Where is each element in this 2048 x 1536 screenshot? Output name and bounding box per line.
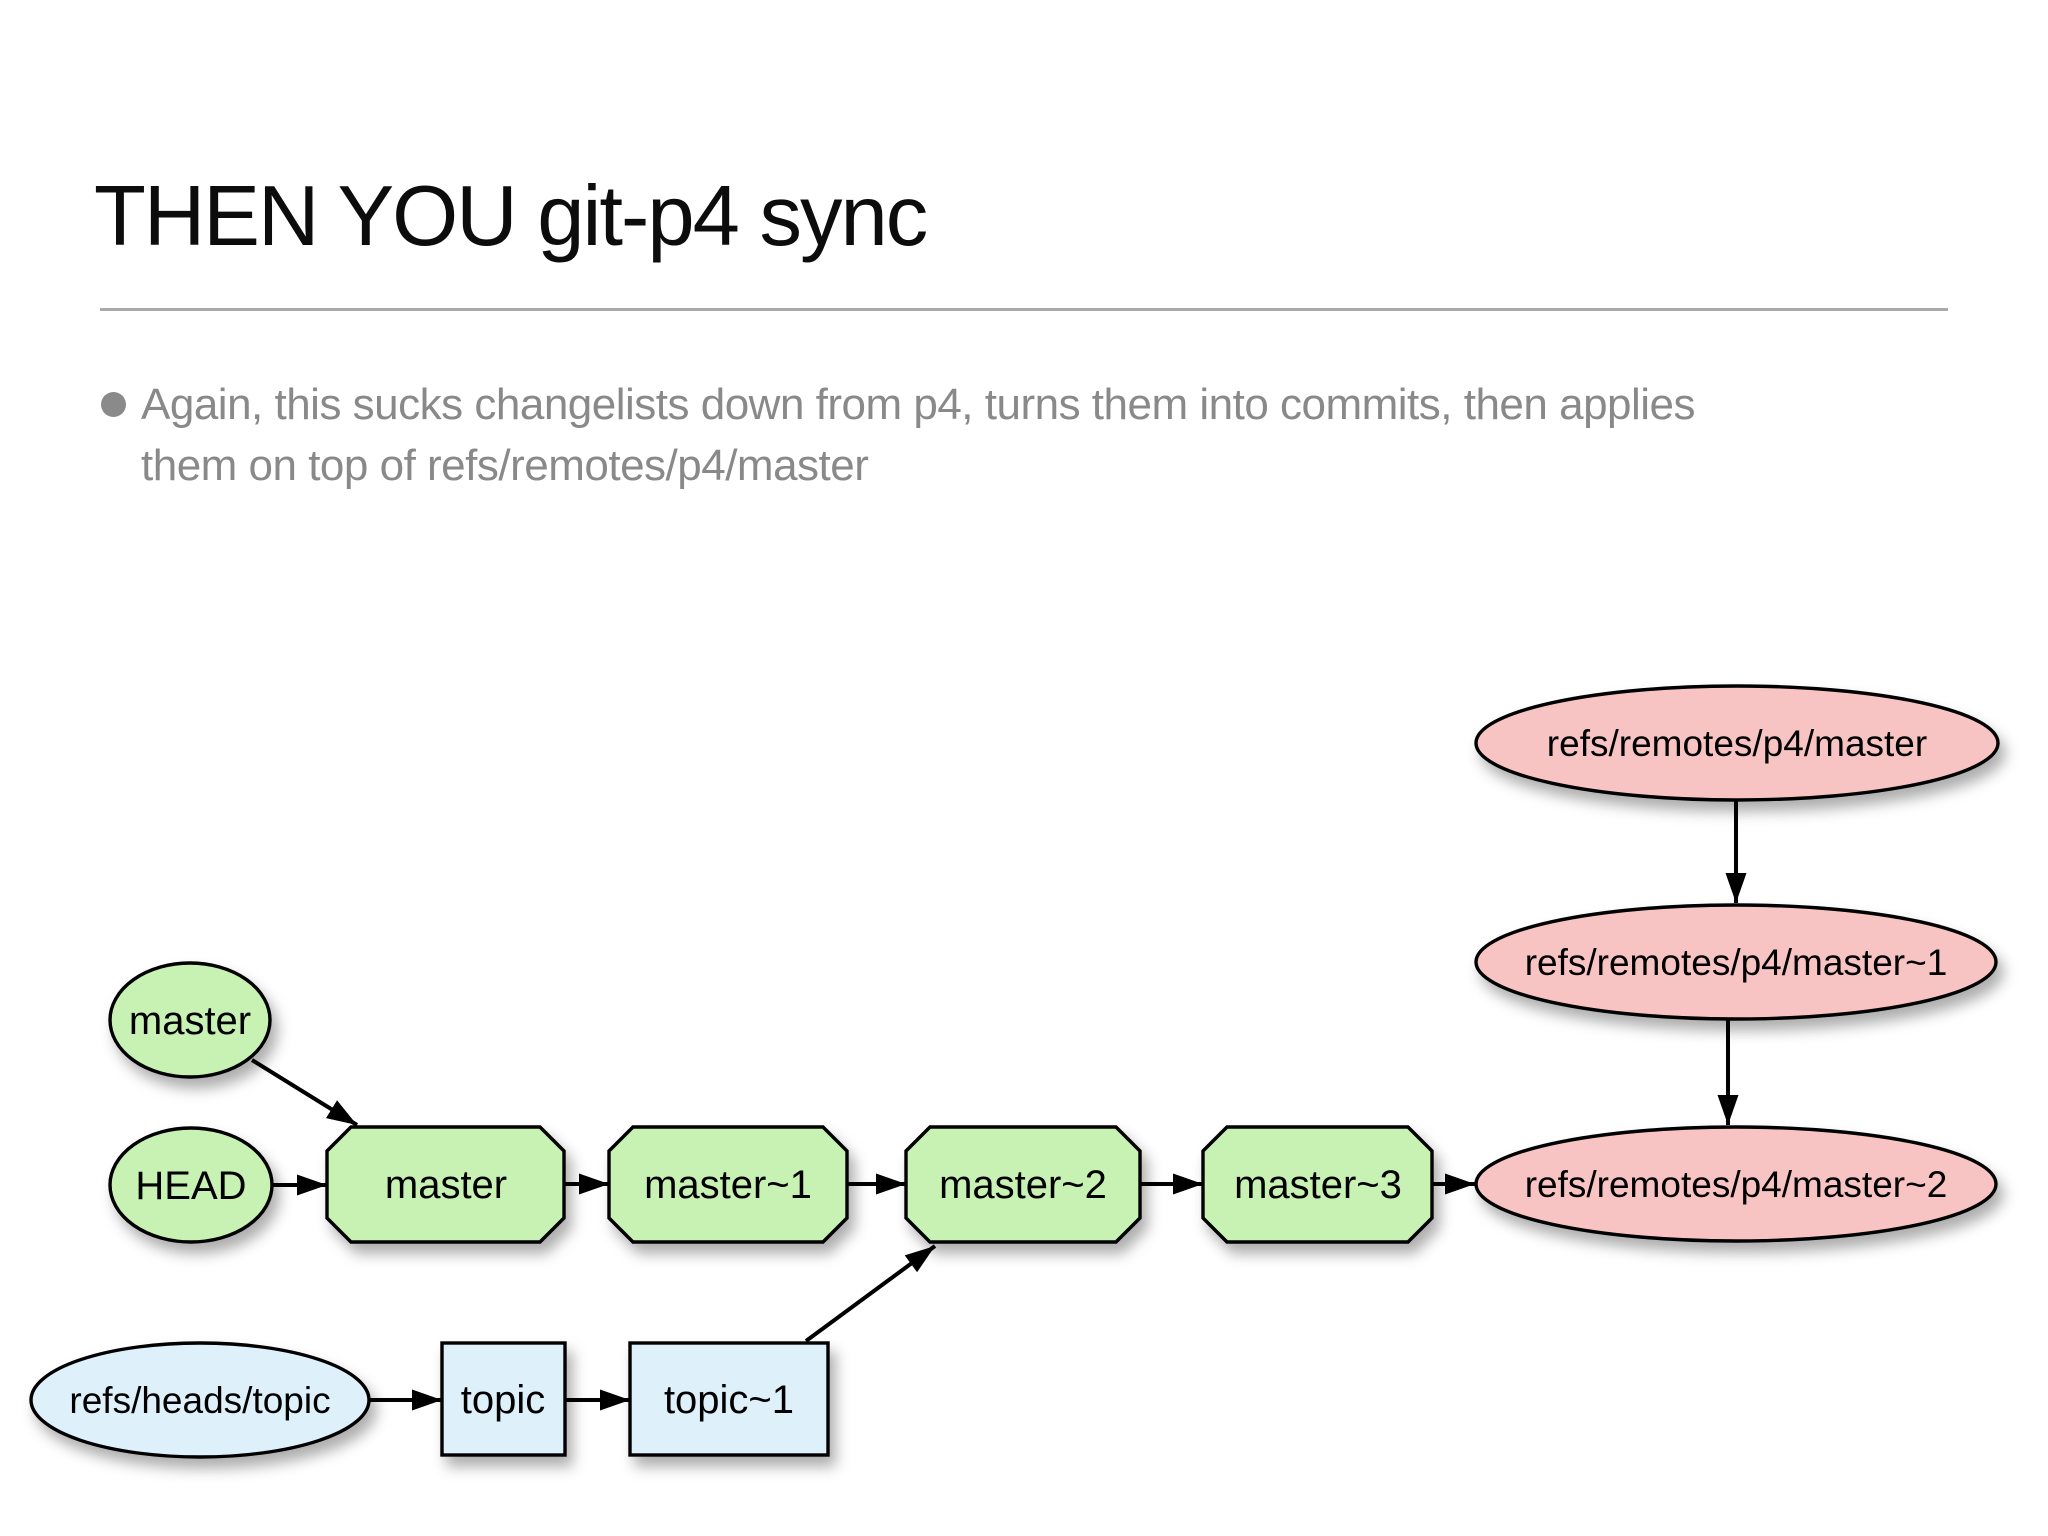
commit-master-3-label: master~3 (1234, 1163, 1402, 1207)
p4-master-2-shape (1474, 1125, 1998, 1243)
p4-master-1-shape (1474, 903, 1998, 1021)
bullet-text: Again, this sucks changelists down from … (141, 374, 1971, 496)
commit-topic-shape (440, 1341, 567, 1457)
commit-topic-1-label: topic~1 (664, 1378, 794, 1422)
bullet-marker (101, 392, 126, 417)
commit-master-2-label: master~2 (939, 1163, 1107, 1207)
node-p4-master-1: refs/remotes/p4/master~1 (1474, 903, 1998, 1021)
bullet-line-2: them on top of refs/remotes/p4/master (141, 441, 869, 490)
node-commit-master-3: master~3 (1201, 1125, 1434, 1244)
commit-topic-label: topic (461, 1378, 546, 1422)
master-ref-shape (108, 961, 272, 1079)
title-divider (100, 308, 1948, 311)
commit-master-3-shape (1201, 1125, 1434, 1244)
node-commit-master-2: master~2 (904, 1125, 1142, 1244)
commit-master-2-shape (904, 1125, 1142, 1244)
node-p4-master: refs/remotes/p4/master (1474, 684, 2000, 802)
commit-master-shape (325, 1125, 566, 1244)
topic-ref-shape (29, 1341, 371, 1459)
commit-master-1-label: master~1 (644, 1163, 812, 1207)
node-master-ref: master (108, 961, 272, 1079)
p4-master-shape (1474, 684, 2000, 802)
commit-master-label: master (385, 1163, 507, 1207)
node-commit-master: master (325, 1125, 566, 1244)
bullet-line-1: Again, this sucks changelists down from … (141, 380, 1696, 429)
edge-topic1-to-master2 (804, 1244, 937, 1343)
p4-master-2-label: refs/remotes/p4/master~2 (1525, 1164, 1948, 1205)
commit-master-1-shape (607, 1125, 849, 1244)
head-ref-shape (108, 1126, 274, 1244)
edges (250, 800, 1747, 1411)
node-commit-master-1: master~1 (607, 1125, 849, 1244)
topic-ref-label: refs/heads/topic (69, 1380, 330, 1421)
p4-master-1-label: refs/remotes/p4/master~1 (1525, 942, 1948, 983)
head-ref-label: HEAD (135, 1164, 246, 1208)
node-commit-topic: topic (440, 1341, 567, 1457)
node-head-ref: HEAD (108, 1126, 274, 1244)
node-p4-master-2: refs/remotes/p4/master~2 (1474, 1125, 1998, 1243)
commit-topic-1-shape (628, 1341, 830, 1457)
master-ref-label: master (129, 999, 251, 1043)
p4-master-label: refs/remotes/p4/master (1547, 723, 1927, 764)
edge-master-ref-to-commit-master (250, 1058, 359, 1127)
node-topic-ref: refs/heads/topic (29, 1341, 371, 1459)
page-title: THEN YOU git-p4 sync (94, 169, 928, 264)
node-commit-topic-1: topic~1 (628, 1341, 830, 1457)
